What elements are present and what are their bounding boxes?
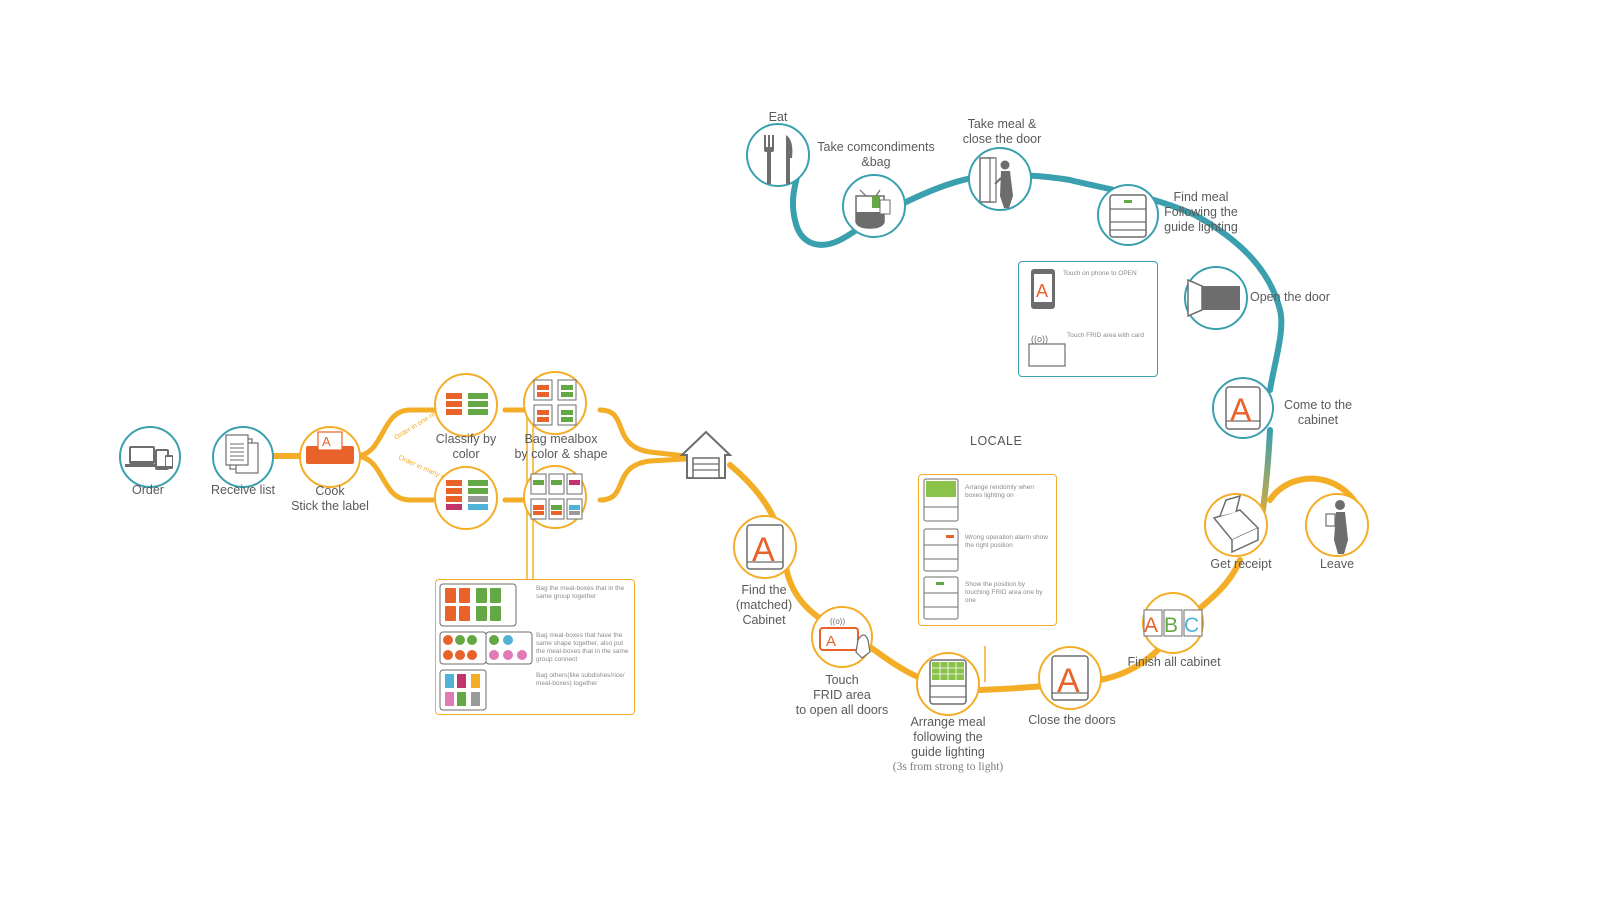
open-box-icons: A ((o))	[1028, 269, 1066, 367]
step-classify-top	[434, 373, 498, 437]
bag-icon	[530, 473, 583, 520]
step-classify-bottom	[434, 466, 498, 530]
step-take-meal	[968, 147, 1032, 211]
step-leave	[1305, 493, 1369, 557]
cabinet-a-icon: A	[746, 524, 784, 570]
bag-icon	[533, 379, 577, 426]
bag-note-3: Bag others(like subdishes/rice/ meal-box…	[536, 672, 625, 687]
step-receipt	[1204, 493, 1268, 557]
svg-text:A: A	[1144, 614, 1158, 637]
step-receive	[212, 426, 274, 488]
step-arrange	[916, 652, 980, 716]
step-find-meal	[1097, 184, 1159, 246]
svg-text:((o)): ((o))	[1031, 334, 1048, 344]
svg-text:B: B	[1164, 614, 1178, 637]
svg-text:A: A	[322, 434, 331, 449]
condiments-icon	[855, 189, 891, 229]
phone-note: Touch on phone to OPEN	[1063, 270, 1137, 277]
open-door-icon	[1187, 278, 1240, 318]
phone-icon: A	[1031, 269, 1055, 309]
step-order	[119, 426, 181, 488]
touch-card-icon: A ((o))	[819, 617, 871, 659]
step-close-doors: A	[1038, 646, 1102, 710]
svg-text:C: C	[1184, 614, 1199, 637]
step-come: A	[1212, 377, 1274, 439]
person-bag-icon	[1325, 500, 1348, 554]
label-eat: Eat	[768, 110, 788, 124]
locale-info-box: Arrange rendomly when boxes lighting on …	[918, 474, 1057, 626]
bag-info-box: Bag the meal-boxes that in the same grou…	[435, 579, 635, 715]
group-bag-icon	[439, 583, 517, 627]
svg-text:A: A	[1036, 281, 1048, 301]
locale-note-1: Arrange rendomly when boxes lighting on	[965, 484, 1035, 499]
step-bag-top	[523, 371, 587, 435]
cabinet-position-icon	[923, 576, 959, 620]
rfid-reader-icon: ((o))	[1028, 334, 1066, 367]
house-icon	[679, 430, 733, 479]
cabinet-alarm-icon	[923, 528, 959, 572]
step-cook: A	[299, 426, 361, 488]
fork-knife-icon	[764, 135, 793, 184]
svg-text:((o)): ((o))	[830, 617, 845, 626]
person-door-icon	[979, 157, 1013, 208]
step-condiments	[842, 174, 906, 238]
svg-text:A: A	[1057, 662, 1080, 700]
label-arrange-sub: (3s from strong to light)	[892, 761, 1004, 773]
label-find-cabinet: Find the(matched)Cabinet	[735, 583, 793, 627]
locale-box-icons	[923, 478, 959, 620]
step-bag-bottom	[523, 465, 587, 529]
step-touch: A ((o))	[811, 606, 873, 668]
label-printer-icon: A	[306, 431, 354, 464]
list-icon	[225, 434, 259, 474]
step-finish: A B C	[1142, 592, 1204, 654]
shape-bag-icon	[439, 631, 533, 665]
step-eat	[746, 123, 810, 187]
cabinet-a-icon: A	[1051, 655, 1089, 701]
locale-note-2: Wrong operation alarm show the right pos…	[965, 534, 1048, 549]
label-leave: Leave	[1319, 557, 1355, 571]
label-finish: Finish all cabinet	[1127, 655, 1221, 669]
step-find-cabinet: A	[733, 515, 797, 579]
locale-note-3: Show the position by touching FRID area …	[965, 581, 1043, 604]
label-order: Order	[132, 483, 164, 497]
svg-text:A: A	[752, 531, 775, 569]
lit-cabinet-icon	[1109, 194, 1147, 238]
color-blocks-icon	[446, 393, 488, 415]
abc-icon: A B C	[1143, 609, 1203, 637]
label-close-doors: Close the doors	[1028, 713, 1116, 727]
label-take-meal: Take meal &close the door	[962, 117, 1042, 146]
svg-text:A: A	[1230, 392, 1252, 428]
step-open	[1184, 266, 1248, 330]
svg-text:A: A	[826, 633, 836, 650]
devices-icon	[125, 446, 173, 470]
bag-note-2: Bag meal-boxes that have the same shape …	[536, 632, 629, 663]
open-door-info-box: A ((o)) Touch on phone to OPEN Touch FRI…	[1018, 261, 1158, 377]
label-condiments: Take comcondiments&bag	[817, 140, 935, 169]
grid-cabinet-icon	[929, 659, 967, 705]
cabinet-lit-icon	[923, 478, 959, 522]
bag-note-1: Bag the meal-boxes that in the same grou…	[536, 585, 625, 600]
color-blocks-icon	[446, 480, 488, 510]
cabinet-a-icon: A	[1225, 386, 1261, 430]
bag-box-icons	[439, 583, 533, 711]
label-open: Open the door	[1250, 290, 1330, 304]
locale-label: LOCALE	[970, 434, 1023, 448]
label-receipt: Get receipt	[1210, 557, 1272, 571]
card-note: Touch FRID area with card	[1067, 332, 1144, 339]
label-receive: Receive list	[211, 483, 275, 497]
others-bag-icon	[439, 669, 487, 711]
receipt-icon	[1212, 494, 1260, 554]
